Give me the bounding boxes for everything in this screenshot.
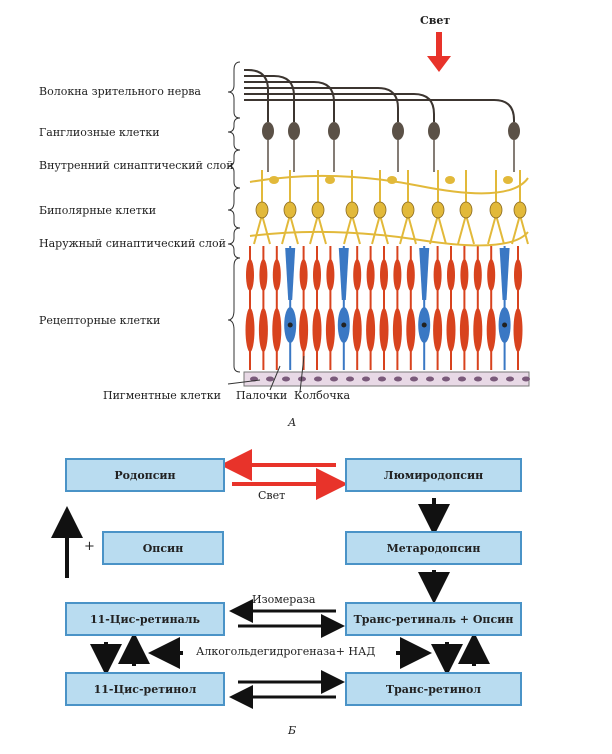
rod-cell — [392, 246, 402, 370]
ganglion-cells — [262, 122, 520, 172]
box-trans-retinol: Транс-ретинол — [345, 672, 522, 706]
light-arrow — [427, 32, 451, 72]
light-reaction-label: Свет — [258, 489, 286, 502]
ganglion-cell — [262, 122, 274, 172]
bipolar-cell — [309, 170, 335, 245]
pigment-cell — [410, 376, 418, 382]
bipolar-cell — [281, 170, 299, 245]
box-11-cis-retinal: 11-Цис-ретиналь — [65, 602, 225, 636]
ganglion-cell — [428, 122, 440, 172]
cone-cell — [284, 246, 297, 370]
bipolar-cell — [487, 170, 513, 245]
box-metarhodopsin: Метародопсин — [345, 531, 522, 565]
pigment-cell — [490, 376, 498, 382]
bipolar-cell — [371, 170, 397, 245]
rod-cell — [366, 246, 376, 370]
rod-cell — [379, 246, 389, 370]
rod-cell — [325, 246, 335, 370]
nerve-fiber — [244, 99, 515, 122]
plus-sign: + — [84, 539, 95, 554]
bipolar-cells — [249, 170, 529, 247]
cone-cell — [337, 246, 350, 370]
rod-cell — [459, 246, 469, 370]
ganglion-cell — [328, 122, 340, 172]
layer-label-inner-synaptic: Внутренний синаптический слой — [39, 159, 234, 172]
rod-cell — [446, 246, 456, 370]
rod-cell — [299, 246, 309, 370]
receptor-cells — [245, 246, 523, 370]
pigment-cells — [250, 376, 530, 382]
rod-cell — [433, 246, 443, 370]
layer-label-bipolar: Биполярные клетки — [39, 204, 157, 217]
enzyme-label: Алкогольдегидрогеназа+ НАД — [196, 645, 376, 658]
pigment-cell — [506, 376, 514, 382]
box-rhodopsin: Родопсин — [65, 458, 225, 492]
rod-cell — [352, 246, 362, 370]
optic-nerve-fibers — [244, 69, 515, 122]
light-label: Свет — [420, 14, 451, 27]
isomerase-label: Изомераза — [252, 593, 316, 606]
rod-cell — [486, 246, 496, 370]
layer-label-ganglion: Ганглиозные клетки — [39, 126, 160, 139]
layer-label-outer-synaptic: Наружный синаптический слой — [39, 237, 226, 250]
label-pointers — [227, 355, 305, 393]
pigment-cell — [474, 376, 482, 382]
layer-label-receptor: Рецепторные клетки — [39, 314, 161, 327]
rod-cell — [272, 246, 282, 370]
pigment-cell — [458, 376, 466, 382]
pigment-cell — [298, 376, 306, 382]
pigment-cell — [362, 376, 370, 382]
rod-cell — [406, 246, 416, 370]
cone-cell — [498, 246, 511, 370]
box-opsin: Опсин — [102, 531, 224, 565]
rod-cell — [312, 246, 322, 370]
bipolar-cell — [511, 170, 529, 245]
pigment-cell — [330, 376, 338, 382]
pigment-cell — [442, 376, 450, 382]
box-lumirhodopsin: Люмиродопсин — [345, 458, 522, 492]
ganglion-cell — [288, 122, 300, 172]
box-11-cis-retinol: 11-Цис-ретинол — [65, 672, 225, 706]
pigment-cell — [522, 376, 530, 382]
ganglion-cell — [508, 122, 520, 172]
rod-cell — [258, 246, 268, 370]
bipolar-cell — [457, 170, 475, 245]
cone-cell — [418, 246, 431, 370]
layer-label-nerve-fibers: Волокна зрительного нерва — [39, 85, 201, 98]
label-pigment-cells: Пигментные клетки — [103, 389, 221, 402]
caption-a: А — [288, 416, 297, 429]
pigment-cell — [378, 376, 386, 382]
pigment-cell — [346, 376, 354, 382]
caption-b: Б — [288, 724, 297, 737]
pigment-cell — [394, 376, 402, 382]
pigment-cell — [266, 376, 274, 382]
label-rods: Палочки — [236, 389, 288, 402]
pigment-cell — [426, 376, 434, 382]
pigment-cell — [282, 376, 290, 382]
bipolar-cell — [429, 170, 455, 245]
rod-cell — [513, 246, 523, 370]
layer-brackets — [227, 61, 241, 373]
rod-cell — [473, 246, 483, 370]
retina-diagram — [227, 32, 530, 393]
box-trans-retinal-opsin: Транс-ретиналь + Опсин — [345, 602, 522, 636]
rod-cell — [245, 246, 255, 370]
label-cone: Колбочка — [294, 389, 351, 402]
pigment-cell — [314, 376, 322, 382]
ganglion-cell — [392, 122, 404, 172]
bipolar-cell — [343, 170, 361, 245]
